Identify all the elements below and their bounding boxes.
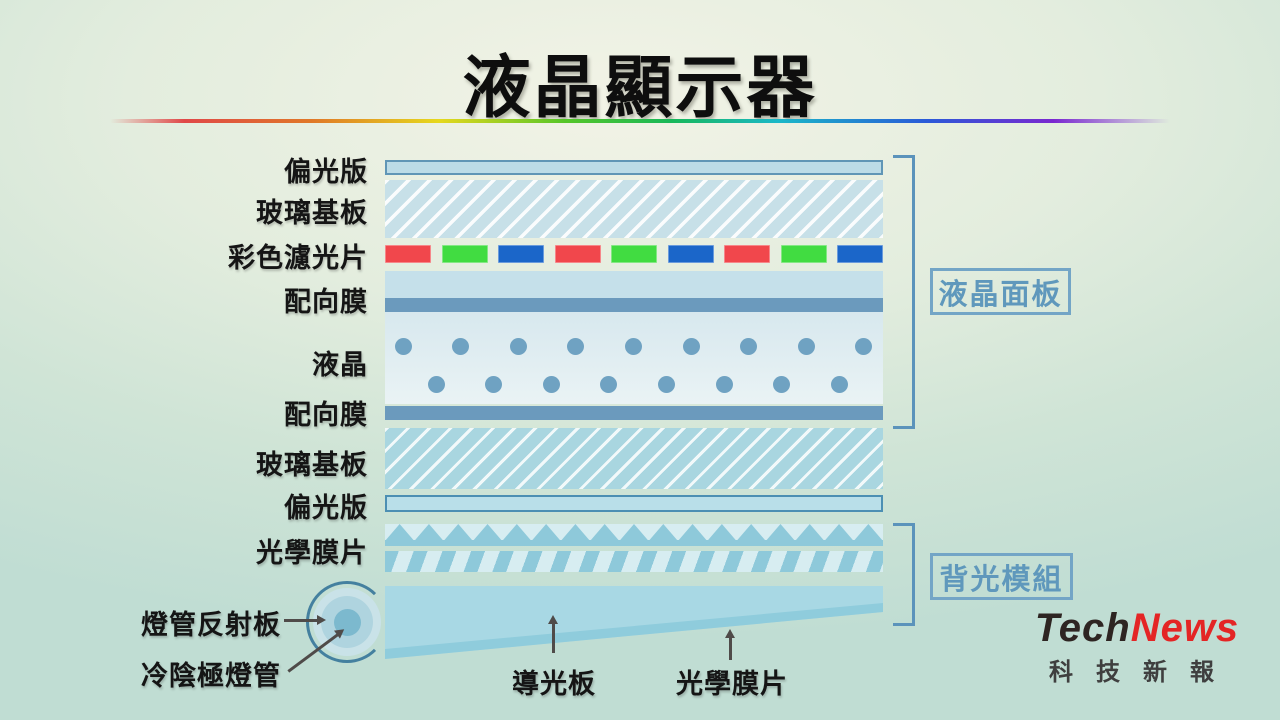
label-optical-film: 光學膜片 [256,538,368,568]
prism-triangles [385,524,883,546]
liquid-crystal-dot [773,375,791,393]
reflector-arrow-line [284,619,318,622]
optical-film-arrow-head [725,629,735,638]
color-filter-layer [385,245,883,263]
label-alignment-top: 配向膜 [284,287,368,317]
liquid-crystal-dot [427,375,445,393]
bracket-backlight [893,523,915,626]
light-guide-arrow-line [552,623,555,653]
filter-segment-blue [498,245,544,263]
lamp-reflector-shape [306,581,388,663]
liquid-crystal-dot [394,337,412,355]
light-guide-arrow-head [548,615,558,624]
label-optical-film-bottom: 光學膜片 [676,669,788,699]
label-ccfl: 冷陰極燈管 [141,661,281,691]
liquid-crystal-dot [567,337,585,355]
label-liquid-crystal: 液晶 [312,350,368,380]
technews-logo: TechNews 科技新報 [1032,606,1242,687]
liquid-crystal-dot [797,337,815,355]
filter-segment-red [385,245,431,263]
filter-segment-green [611,245,657,263]
prism-film-layer [385,524,883,546]
layer-glass-substrate-bottom [385,428,883,489]
group-box-backlight: 背光模組 [930,553,1073,600]
liquid-crystal-dot [657,375,675,393]
label-light-guide: 導光板 [512,669,596,699]
label-glass-bottom: 玻璃基板 [256,450,368,480]
filter-segment-green [780,245,827,263]
liquid-crystal-dot [452,337,470,355]
light-guide-plate [385,586,883,659]
liquid-crystal-dot [600,375,618,393]
label-polarizer-bottom: 偏光版 [284,493,368,523]
liquid-crystal-dot [624,337,642,355]
technews-wordmark: TechNews [1032,606,1242,651]
filter-segment-blue [837,245,883,263]
liquid-crystal-dot [509,337,527,355]
liquid-crystal-dot [715,375,733,393]
layer-polarizer-top [385,160,883,175]
reflector-arrow-head [317,615,326,625]
layer-alignment-film-bottom [385,406,883,420]
optical-film-arrow-line [729,637,732,660]
liquid-crystal-layer [385,312,883,404]
logo-tech-text: Tech [1034,606,1131,650]
label-polarizer-top: 偏光版 [284,157,368,187]
layer-polarizer-bottom [385,495,883,512]
page-title: 液晶顯示器 [462,50,818,126]
label-alignment-bottom: 配向膜 [284,400,368,430]
diffuser-film-layer [385,551,883,572]
rainbow-divider [110,119,1170,123]
liquid-crystal-dot [542,375,560,393]
layer-alignment-film-top [385,298,883,312]
liquid-crystal-dot [855,337,873,355]
liquid-crystal-dot [740,337,758,355]
logo-news-text: News [1130,606,1240,650]
label-color-filter: 彩色濾光片 [228,243,368,273]
filter-segment-red [724,245,770,263]
filter-segment-green [441,245,488,263]
group-box-lcd-panel: 液晶面板 [930,268,1071,315]
label-glass-top: 玻璃基板 [256,198,368,228]
filter-segment-red [554,245,601,263]
liquid-crystal-dot [830,375,848,393]
bracket-lcd-panel [893,155,915,429]
layer-glass-substrate-top [385,180,883,238]
liquid-crystal-dot [485,375,503,393]
filter-segment-blue [667,245,714,263]
layer-electrode [385,271,883,298]
liquid-crystal-dot [682,337,700,355]
label-lamp-reflector: 燈管反射板 [141,610,281,640]
logo-subtitle: 科技新報 [1049,659,1237,686]
